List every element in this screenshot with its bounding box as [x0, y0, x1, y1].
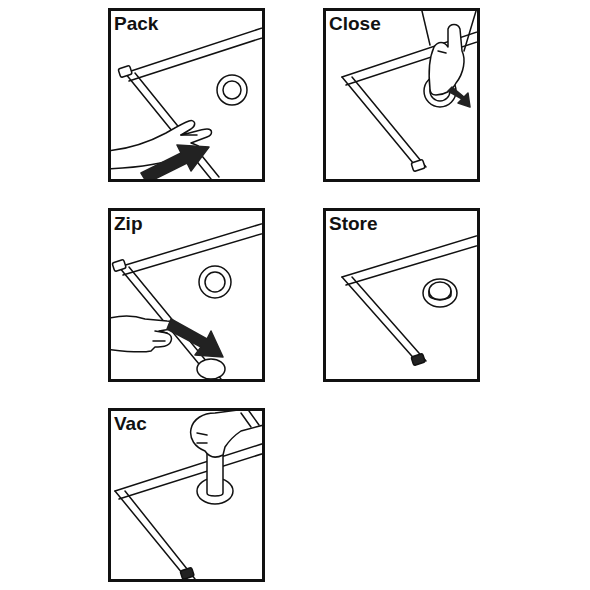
step-panel: Close	[323, 8, 480, 182]
step-panel: Store	[323, 208, 480, 382]
step-panel: Zip	[108, 208, 265, 382]
step-label: Pack	[111, 11, 162, 37]
step-label: Zip	[111, 211, 147, 237]
zip-illustration	[111, 221, 262, 379]
store-illustration	[342, 233, 477, 366]
step-label: Vac	[111, 411, 151, 437]
step-label: Store	[326, 211, 382, 237]
step-panel: Pack	[108, 8, 265, 182]
step-panel: Vac	[108, 408, 265, 582]
pack-illustration	[111, 25, 262, 179]
step-label: Close	[326, 11, 385, 37]
